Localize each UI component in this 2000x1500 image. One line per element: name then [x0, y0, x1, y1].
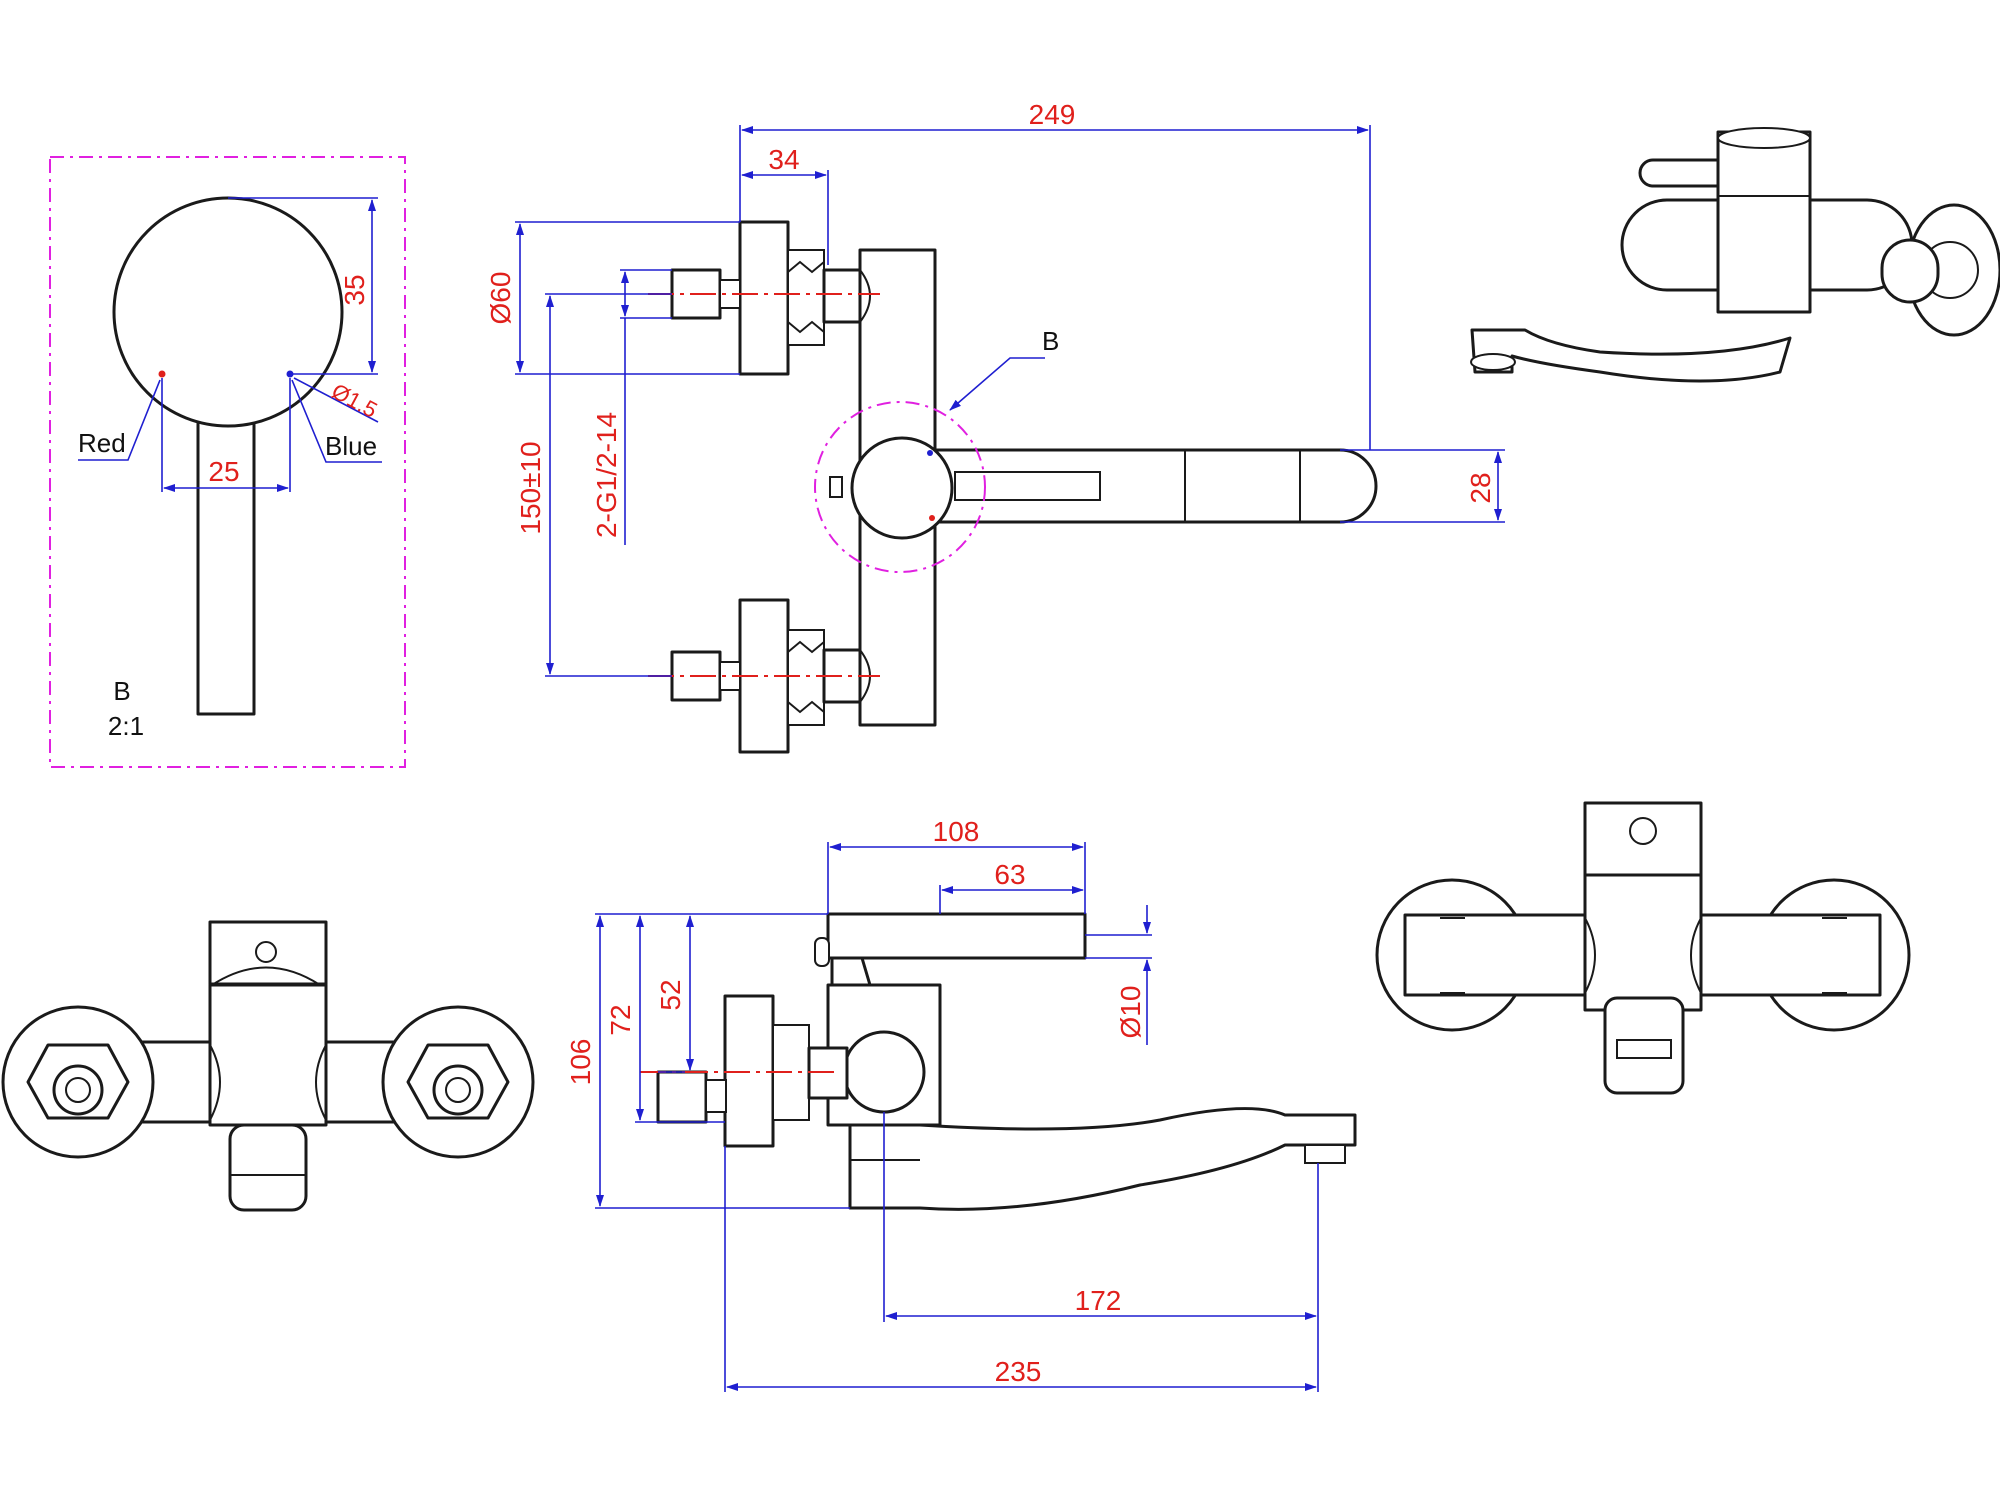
blue-label: Blue: [325, 431, 377, 461]
dim-25: 25: [208, 456, 239, 487]
side-spout: [848, 1107, 1357, 1211]
dim-72: 72: [605, 1004, 636, 1035]
rear-body-center: [208, 983, 328, 1127]
iso-cartridge: [1716, 130, 1812, 314]
detail-b-circle: [814, 401, 986, 573]
detail-b-callout: B: [1042, 326, 1059, 356]
side-cartridge: [842, 1030, 926, 1114]
spout-slot: [954, 471, 1101, 501]
dim-d60: Ø60: [485, 272, 516, 325]
rear-view: [1, 920, 535, 1212]
detail-b-label: B: [113, 676, 130, 706]
dim-d10: Ø10: [1115, 986, 1146, 1039]
side-view: 108 63 Ø10 106 72 52 172 235: [565, 816, 1357, 1392]
dim-34: 34: [768, 144, 799, 175]
detail-b-boundary: [49, 156, 406, 768]
red-indicator: [158, 370, 166, 378]
dim-35: 35: [339, 274, 370, 305]
top-view: 249 34 Ø60 2-G1/2-14 150±10 28 B: [485, 99, 1505, 754]
side-inlet-stub: [656, 1070, 708, 1124]
upper-flange: [738, 220, 790, 376]
handle-knob: [112, 196, 344, 428]
detail-b-scale: 2:1: [108, 711, 144, 741]
dim-108: 108: [933, 816, 980, 847]
dim-150: 150±10: [515, 441, 546, 534]
front-body-center: [1583, 873, 1703, 1012]
side-lever: [826, 912, 1087, 960]
upper-hex-nut: [787, 249, 825, 346]
dim-235: 235: [995, 1356, 1042, 1387]
detail-b-view: 35 25 Red Blue Ø1.5 B 2:1: [49, 156, 406, 768]
lower-hex-nut: [787, 629, 825, 726]
isometric-view: [1470, 127, 2000, 383]
iso-spout: [1470, 328, 1792, 383]
spout: [928, 448, 1378, 524]
dim-d1-5: Ø1.5: [328, 378, 382, 422]
rear-spout-stub: [228, 1123, 308, 1212]
handle-cap: [850, 436, 954, 540]
red-label: Red: [78, 428, 126, 458]
dim-106: 106: [565, 1039, 596, 1086]
dim-63: 63: [994, 859, 1025, 890]
front-view: [1375, 801, 1911, 1095]
dim-52: 52: [655, 979, 686, 1010]
dim-172: 172: [1075, 1285, 1122, 1316]
dim-thread: 2-G1/2-14: [591, 412, 622, 538]
side-aerator: [1304, 1144, 1346, 1164]
dim-249: 249: [1029, 99, 1076, 130]
dim-28: 28: [1465, 472, 1496, 503]
